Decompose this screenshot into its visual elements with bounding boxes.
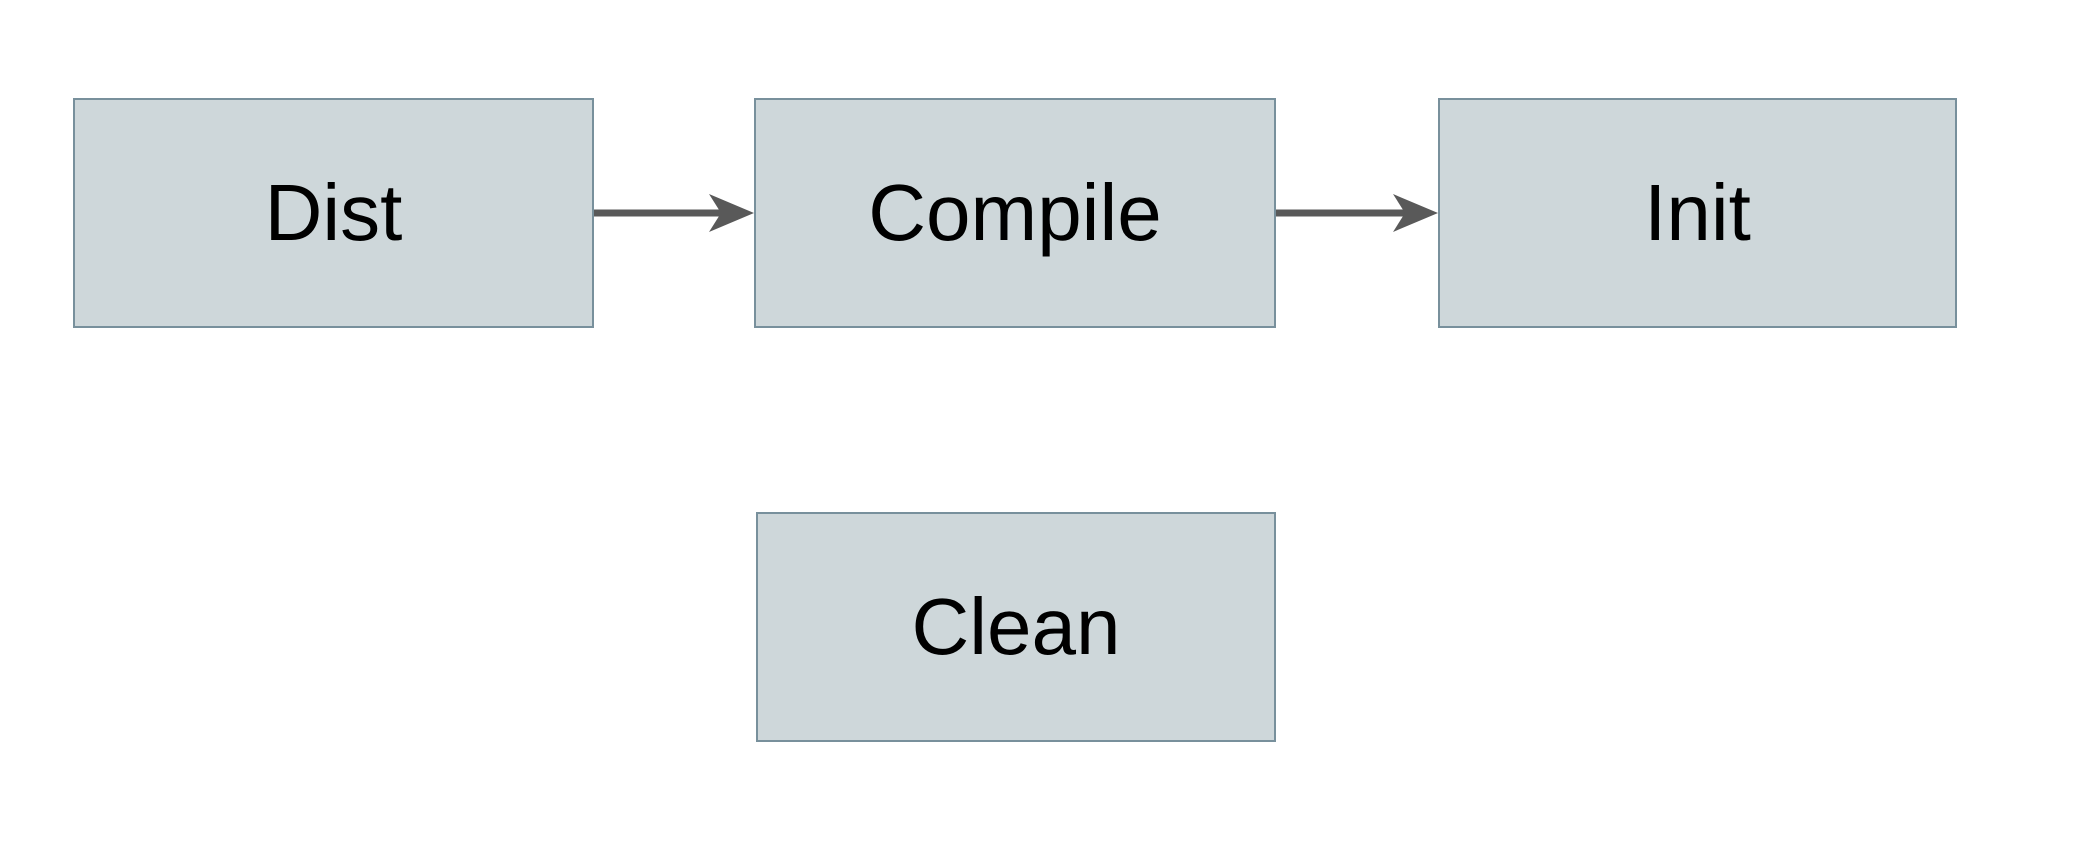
node-compile: Compile <box>754 98 1276 328</box>
node-compile-label: Compile <box>868 168 1162 257</box>
arrow-compile-to-init <box>1276 194 1438 232</box>
arrow-dist-to-compile <box>594 194 754 232</box>
node-dist: Dist <box>73 98 594 328</box>
node-clean-label: Clean <box>911 582 1121 671</box>
node-dist-label: Dist <box>264 168 403 257</box>
node-init: Init <box>1438 98 1957 328</box>
node-clean: Clean <box>756 512 1276 742</box>
node-init-label: Init <box>1644 168 1751 257</box>
